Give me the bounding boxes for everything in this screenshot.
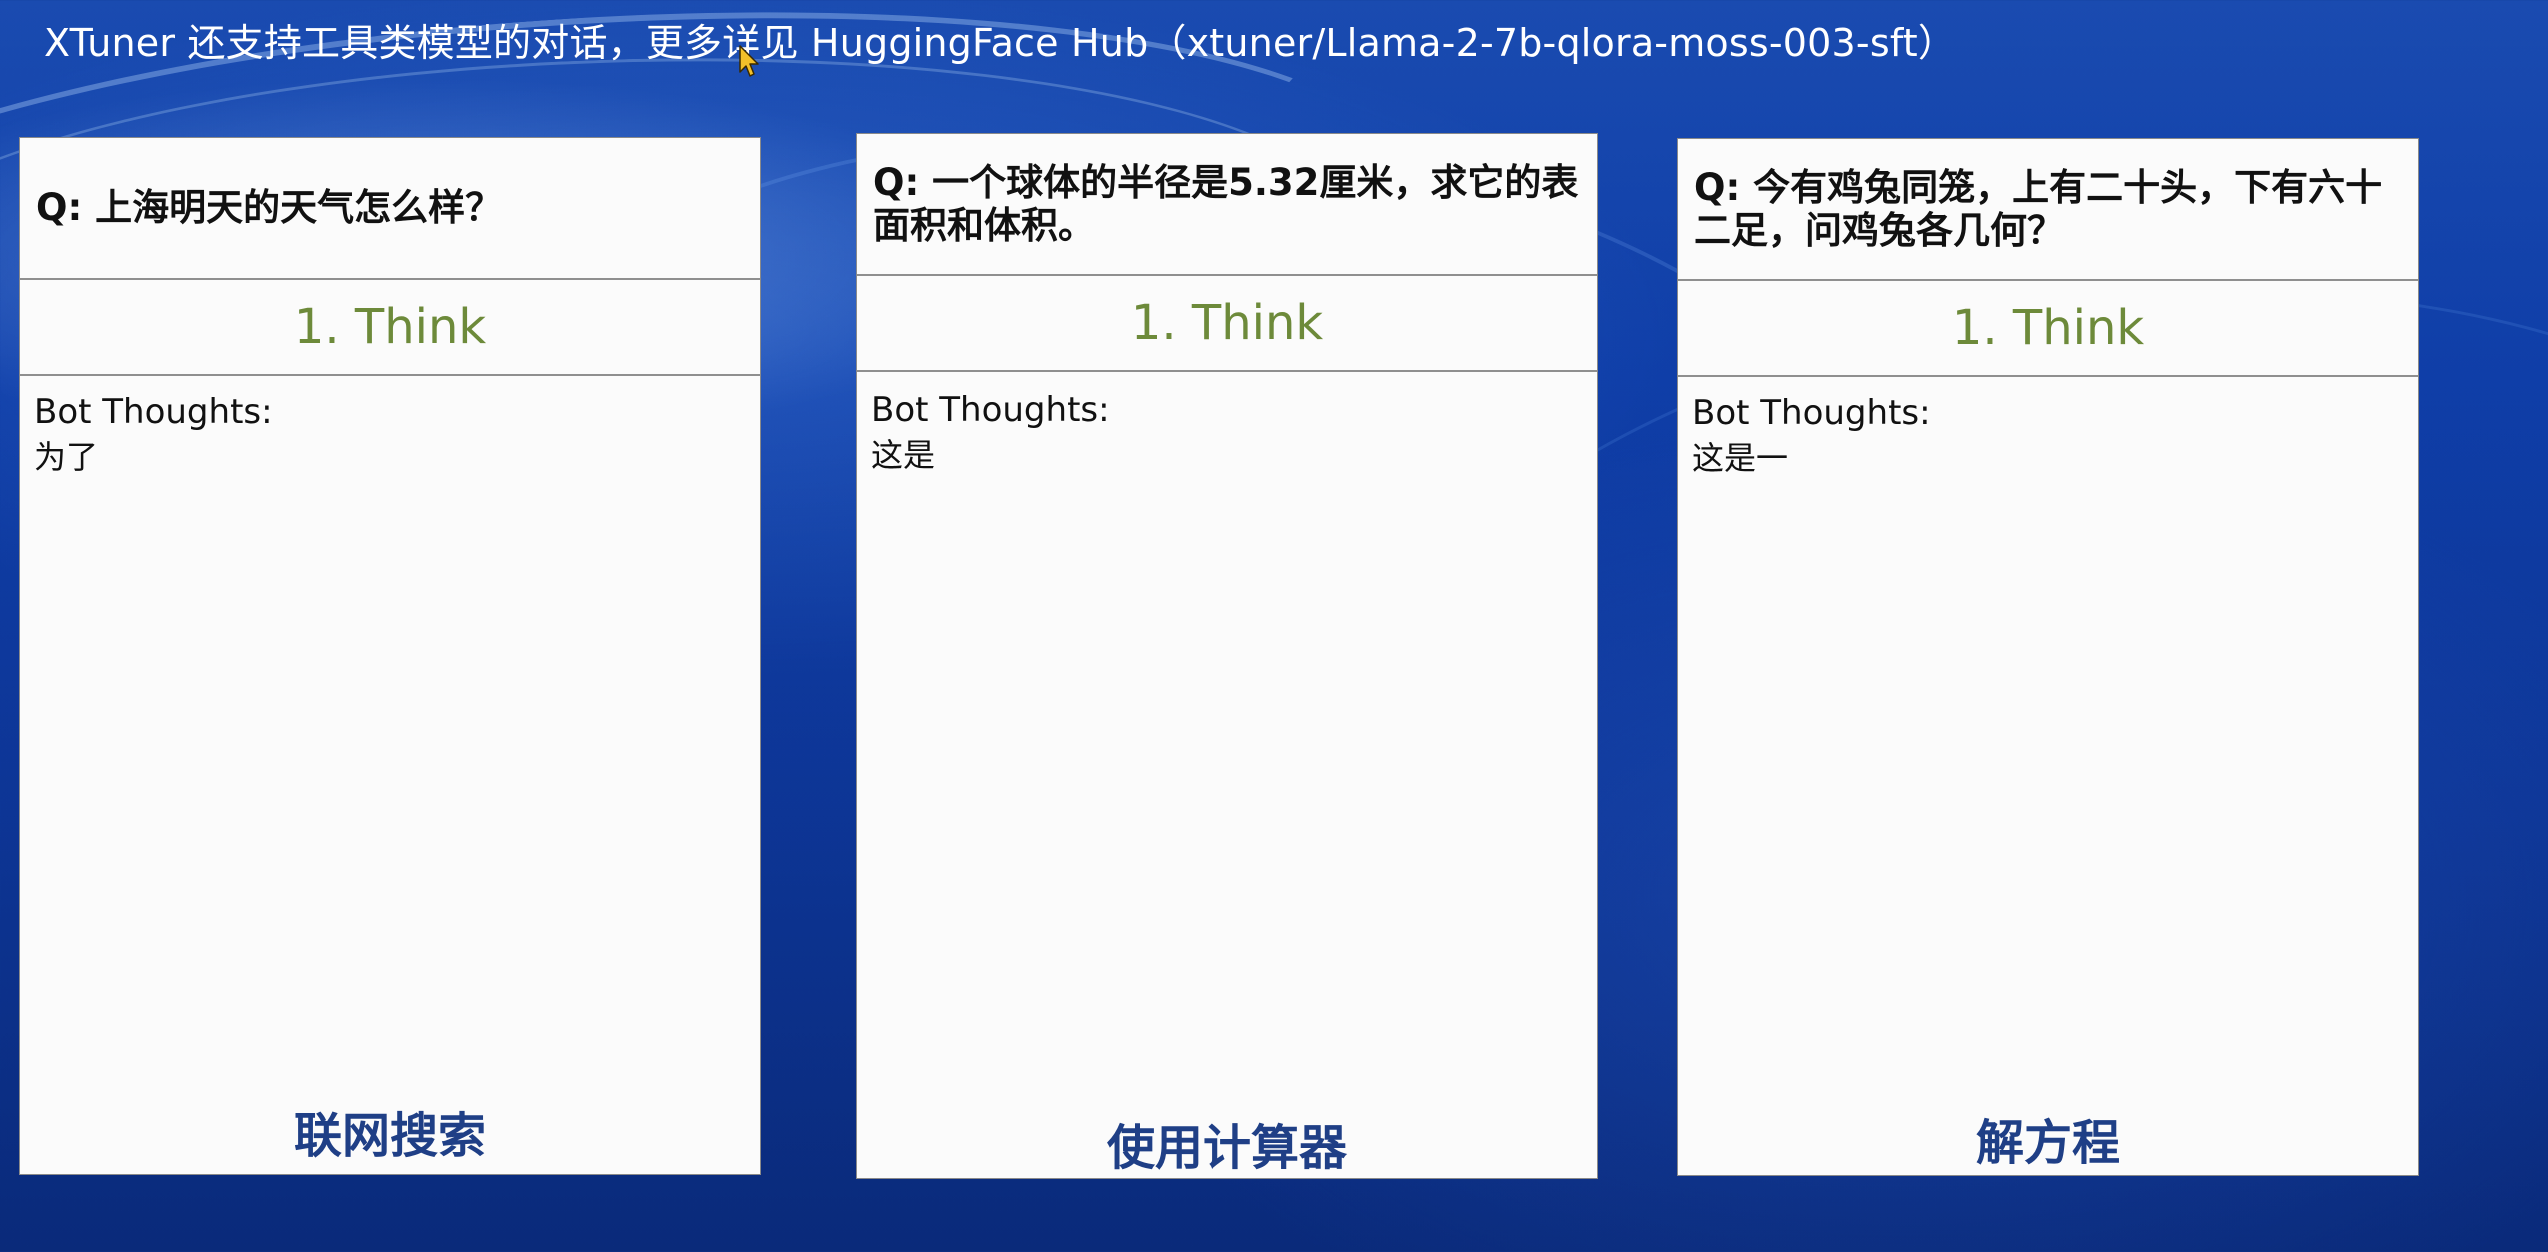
example-card-equation-solver: Q: 今有鸡兔同笼，上有二十头，下有六十二足，问鸡兔各几何？ 1. Think …	[1677, 138, 2419, 1176]
example-card-calculator: Q: 一个球体的半径是5.32厘米，求它的表面积和体积。 1. Think Bo…	[856, 133, 1598, 1179]
step-think-label: 1. Think	[20, 280, 760, 376]
bot-thoughts-label: Bot Thoughts:	[1692, 393, 1931, 433]
question-text: Q: 上海明天的天气怎么样？	[20, 138, 760, 280]
step-think-label: 1. Think	[857, 276, 1597, 372]
bot-thoughts-text: 为了	[34, 438, 99, 476]
bot-thoughts-text: 这是一	[1692, 439, 1789, 477]
step-think-label: 1. Think	[1678, 281, 2418, 377]
question-text: Q: 一个球体的半径是5.32厘米，求它的表面积和体积。	[857, 134, 1597, 276]
tool-name-label: 解方程	[1975, 1115, 2120, 1171]
bot-thoughts-label: Bot Thoughts:	[34, 392, 273, 432]
slide-header: XTuner 还支持工具类模型的对话，更多详见 HuggingFace Hub（…	[44, 21, 1957, 65]
mouse-pointer-icon	[739, 45, 759, 77]
bot-thoughts-label: Bot Thoughts:	[871, 390, 1110, 430]
bot-thoughts-text: 这是	[871, 436, 936, 474]
example-card-web-search: Q: 上海明天的天气怎么样？ 1. Think Bot Thoughts: 为了…	[19, 137, 761, 1175]
question-text: Q: 今有鸡兔同笼，上有二十头，下有六十二足，问鸡兔各几何？	[1678, 139, 2418, 281]
tool-name-label: 联网搜索	[293, 1108, 486, 1164]
tool-name-label: 使用计算器	[1106, 1120, 1347, 1176]
